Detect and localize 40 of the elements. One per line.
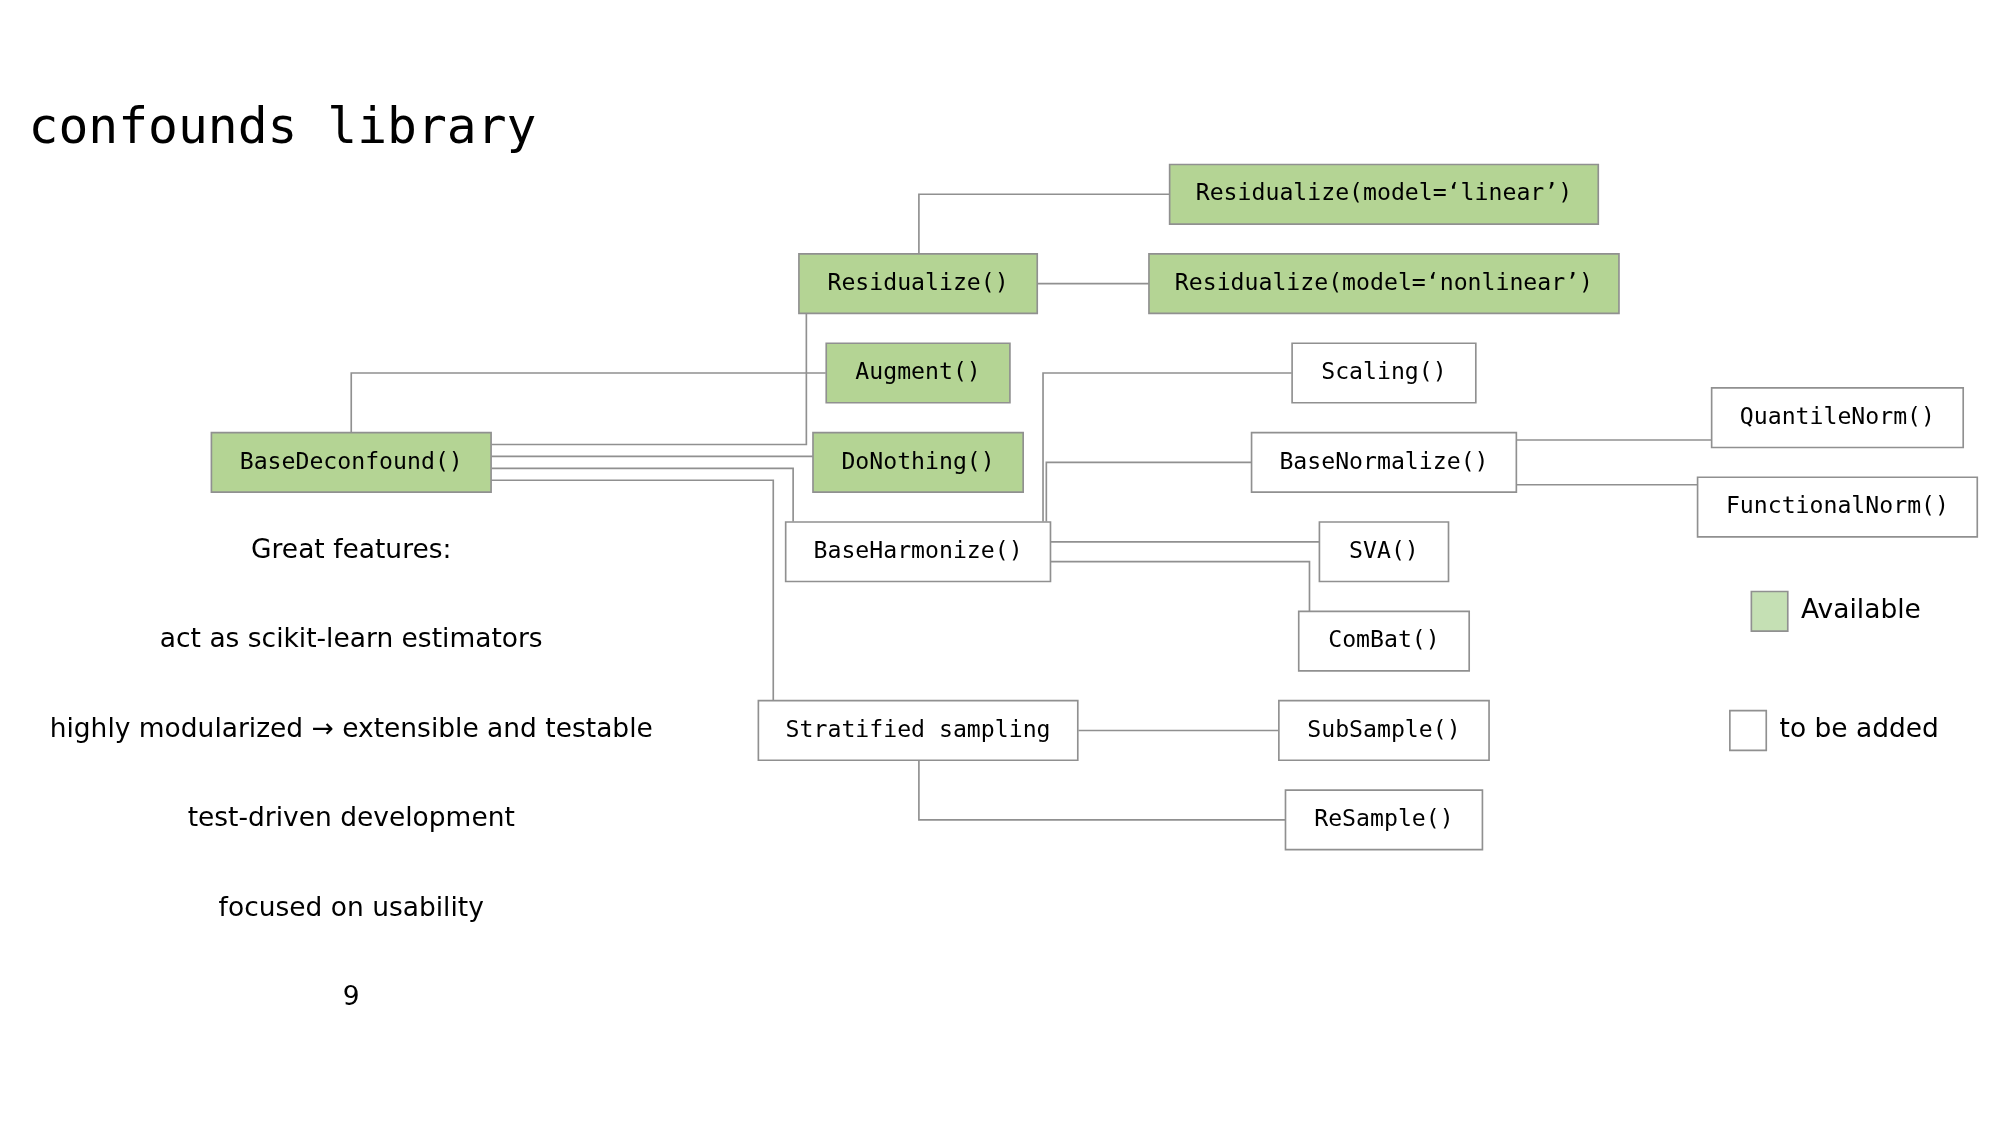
connector [1042, 372, 1293, 523]
connector [490, 467, 794, 523]
node-box: SVA() [1318, 521, 1450, 583]
label: test-driven development [187, 801, 515, 833]
connector [918, 193, 1170, 255]
legend-label: Available [1801, 592, 1921, 624]
node-box: BaseNormalize() [1250, 431, 1518, 493]
node-box: Stratified sampling [757, 699, 1079, 762]
node-box: Scaling() [1291, 342, 1477, 404]
node-box: Residualize() [798, 253, 1039, 315]
connector [490, 455, 814, 458]
connector [350, 372, 827, 433]
label: act as scikit-learn estimators [159, 622, 543, 654]
node-box: BaseHarmonize() [784, 521, 1052, 583]
node-box: BaseDeconfound() [210, 431, 492, 493]
node-box: Residualize(model=‘linear’) [1168, 163, 1600, 225]
diagram-title: confounds library [28, 96, 537, 155]
connector [490, 479, 775, 702]
node-box: Augment() [825, 342, 1011, 404]
node-box: SubSample() [1278, 699, 1490, 762]
node-box: ComBat() [1297, 610, 1470, 672]
connector [1045, 461, 1253, 523]
connector [918, 759, 1287, 821]
label: highly modularized → extensible and testable [49, 711, 653, 743]
legend-label: to be added [1779, 711, 1939, 743]
connector [1050, 541, 1321, 543]
connector [490, 313, 808, 446]
node-box: Residualize(model=‘nonlinear’) [1148, 253, 1620, 315]
label: focused on usability [218, 890, 484, 922]
node-box: FunctionalNorm() [1696, 476, 1979, 538]
label: 9 [342, 979, 360, 1011]
connector [1049, 560, 1311, 612]
connector [1516, 439, 1713, 441]
node-box: DoNothing() [812, 431, 1024, 493]
connector [1036, 282, 1150, 285]
node-box: QuantileNorm() [1710, 387, 1965, 449]
node-box: ReSample() [1284, 789, 1484, 851]
connector [1516, 483, 1699, 486]
label: Great features: [251, 533, 452, 565]
connector [1077, 729, 1280, 732]
